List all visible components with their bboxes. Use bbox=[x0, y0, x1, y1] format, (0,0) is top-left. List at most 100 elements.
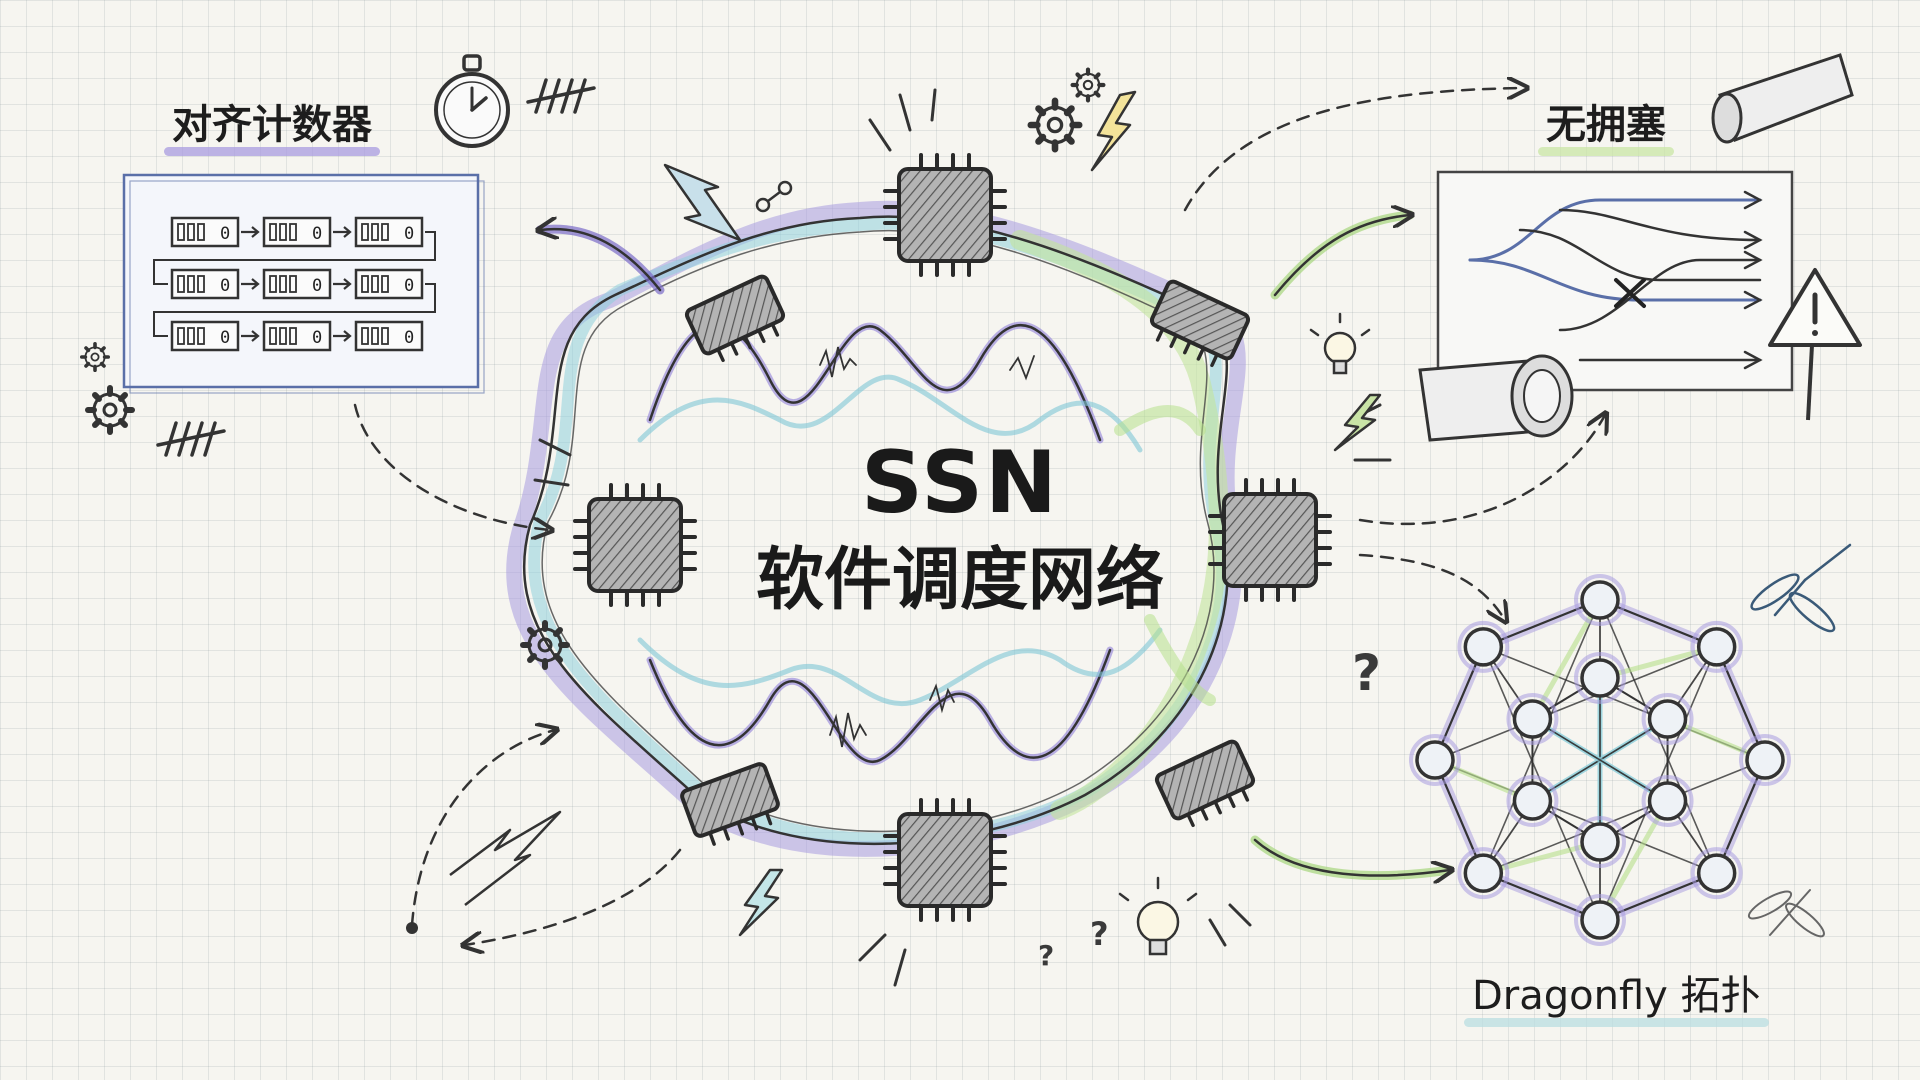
cpu-chip-icon bbox=[883, 798, 1007, 922]
lightbulb-icon bbox=[1309, 312, 1371, 375]
topology-link bbox=[1482, 839, 1601, 876]
topology-link bbox=[1433, 759, 1485, 874]
cpu-chip-icon bbox=[1152, 737, 1263, 834]
stopwatch-icon bbox=[434, 54, 510, 148]
tally-mark-icon bbox=[156, 421, 226, 457]
counter-cell: 0 bbox=[262, 268, 332, 300]
topology-node bbox=[1647, 781, 1688, 821]
lightning-icon bbox=[1333, 393, 1382, 452]
question-icon: ? ? ? bbox=[1038, 644, 1381, 972]
counter-value: 0 bbox=[404, 328, 414, 348]
counter-value: 0 bbox=[312, 276, 322, 296]
center-title: SSN 软件调度网络 bbox=[660, 440, 1260, 622]
counter-value: 0 bbox=[220, 276, 230, 296]
node-dots bbox=[755, 180, 793, 213]
topology-label-text: Dragonfly 拓扑 bbox=[1472, 973, 1761, 1019]
counter-arrow bbox=[241, 330, 260, 342]
topology-node-halo bbox=[1739, 734, 1791, 786]
topology-node-halo bbox=[1574, 894, 1626, 946]
counter-label-text: 对齐计数器 bbox=[172, 102, 372, 148]
counter-arrow bbox=[241, 226, 260, 238]
topology-node bbox=[1745, 740, 1785, 780]
topology-link bbox=[1599, 646, 1718, 921]
counter-label: 对齐计数器 bbox=[164, 92, 380, 156]
cpu-chip-icon bbox=[682, 272, 793, 369]
dragonfly-icon bbox=[1747, 889, 1825, 938]
counter-cell: 0 bbox=[170, 320, 240, 352]
no-congestion-label-text: 无拥塞 bbox=[1546, 102, 1666, 148]
svg-text:?: ? bbox=[1038, 939, 1054, 972]
warning-sign-icon bbox=[1768, 268, 1862, 421]
counter-cell: 0 bbox=[262, 216, 332, 248]
counter-arrow bbox=[241, 278, 260, 290]
counter-label-highlight bbox=[164, 147, 380, 156]
topology-node-halo bbox=[1690, 847, 1743, 900]
topology-node bbox=[1580, 822, 1620, 862]
counter-wrap-arrow bbox=[153, 283, 436, 337]
topology-node bbox=[1580, 658, 1620, 698]
topology-link bbox=[1532, 718, 1668, 802]
flow-arrows bbox=[353, 88, 1605, 945]
topology-link bbox=[1482, 646, 1601, 921]
topology-node-halo bbox=[1409, 734, 1461, 786]
pipe-icon bbox=[1418, 354, 1574, 442]
counter-cell: 0 bbox=[354, 268, 424, 300]
counter-panel: 0 0 0 0 0 0 0 0 0 bbox=[122, 173, 485, 394]
tally-mark-icon bbox=[526, 78, 596, 114]
no-congestion-panel bbox=[1436, 170, 1794, 392]
no-congestion-label: 无拥塞 bbox=[1538, 92, 1674, 156]
topology-label: Dragonfly 拓扑 bbox=[1464, 963, 1769, 1027]
counter-cell: 0 bbox=[170, 216, 240, 248]
topology-node bbox=[1580, 580, 1620, 620]
topology-link bbox=[1599, 872, 1718, 922]
topology-link bbox=[1483, 759, 1766, 874]
pipe-icon bbox=[1711, 53, 1854, 144]
lightning-icon bbox=[449, 810, 562, 906]
gear-icon bbox=[1031, 101, 1079, 149]
counter-cell: 0 bbox=[262, 320, 332, 352]
counter-value: 0 bbox=[312, 224, 322, 244]
topology-node bbox=[1512, 781, 1553, 821]
topology-link bbox=[1599, 598, 1718, 648]
topology-link bbox=[1433, 646, 1485, 761]
topology-link bbox=[1599, 644, 1718, 681]
counter-value: 0 bbox=[312, 328, 322, 348]
svg-text:?: ? bbox=[1352, 644, 1381, 702]
topology-node-halo bbox=[1641, 693, 1694, 745]
topology-node bbox=[1415, 740, 1455, 780]
topology-node bbox=[1647, 699, 1688, 739]
topology-link bbox=[1715, 646, 1767, 761]
no-congestion-label-highlight bbox=[1538, 147, 1674, 156]
topology-node-halo bbox=[1574, 574, 1626, 626]
topology-node-halo bbox=[1690, 620, 1743, 673]
svg-text:?: ? bbox=[1090, 915, 1109, 953]
cpu-chip-icon bbox=[883, 153, 1007, 277]
lightning-icon bbox=[1090, 90, 1137, 172]
topology-node bbox=[1463, 627, 1504, 667]
topology-link bbox=[1715, 759, 1767, 874]
counter-value: 0 bbox=[220, 328, 230, 348]
counter-arrow bbox=[333, 330, 352, 342]
topology-node-halo bbox=[1506, 693, 1559, 745]
topology-label-highlight bbox=[1464, 1018, 1769, 1027]
lightning-icon bbox=[663, 163, 742, 242]
topology-node bbox=[1696, 627, 1737, 667]
gear-icon bbox=[80, 341, 110, 373]
topology-link bbox=[1599, 599, 1718, 874]
topology-node-halo bbox=[1457, 847, 1510, 900]
gear-icon bbox=[88, 388, 132, 432]
topology-link bbox=[1434, 646, 1717, 761]
counter-wrap-arrow bbox=[153, 231, 436, 285]
counter-value: 0 bbox=[404, 276, 414, 296]
topology-node-halo bbox=[1641, 775, 1694, 827]
counter-value: 0 bbox=[220, 224, 230, 244]
counter-cell: 0 bbox=[354, 320, 424, 352]
topology-node bbox=[1580, 900, 1620, 940]
title-main: SSN bbox=[861, 433, 1059, 533]
counter-cell: 0 bbox=[354, 216, 424, 248]
lightbulb-icon bbox=[1118, 876, 1198, 956]
dragonfly-icon bbox=[1750, 543, 1852, 633]
counter-arrow bbox=[333, 278, 352, 290]
topology-node-halo bbox=[1574, 816, 1626, 868]
